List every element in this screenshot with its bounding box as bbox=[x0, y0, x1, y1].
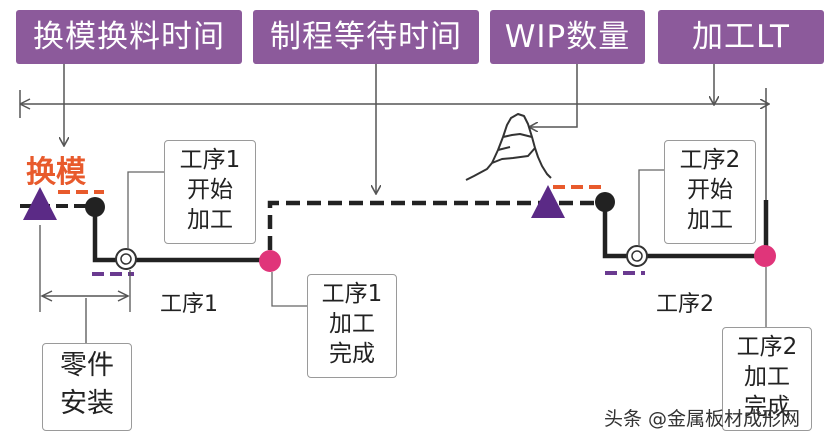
header-processing-lt-text: 加工LT bbox=[692, 19, 790, 55]
process2-triangle bbox=[531, 185, 565, 218]
process2-start-callout-line bbox=[638, 169, 664, 246]
process1-start-callout-line bbox=[127, 171, 164, 249]
wip-pile-sketch bbox=[465, 113, 552, 181]
changeover-triangle bbox=[23, 187, 57, 220]
process1-done-box: 工序1 加工 完成 bbox=[307, 274, 397, 378]
process2-label: 工序2 bbox=[656, 286, 714, 318]
process1-label: 工序1 bbox=[160, 286, 218, 318]
header-process-wait-time-text: 制程等待时间 bbox=[270, 19, 462, 55]
process1-label-text: 工序1 bbox=[160, 292, 218, 317]
parts-install-span-left-head bbox=[40, 290, 53, 302]
lead-time-span-arrow-left-head2 bbox=[19, 103, 31, 110]
process1-done-line3: 完成 bbox=[329, 341, 375, 367]
process1-done-node bbox=[259, 250, 281, 272]
process2-done-line1: 工序2 bbox=[736, 334, 798, 360]
process2-label-text: 工序2 bbox=[656, 292, 714, 317]
process2-done-node bbox=[754, 245, 776, 267]
header-wip-quantity-text: WIP数量 bbox=[504, 19, 631, 55]
process2-done-box: 工序2 加工 完成 bbox=[722, 327, 812, 431]
process2-done-line2: 加工 bbox=[744, 364, 790, 390]
process1-start-node bbox=[85, 197, 105, 217]
process2-start-line2: 开始 bbox=[687, 177, 733, 203]
process1-done-line2: 加工 bbox=[329, 311, 375, 337]
wip-pointer-arrow bbox=[530, 64, 578, 127]
parts-install-box: 零件 安装 bbox=[42, 343, 132, 431]
process2-start-node bbox=[595, 192, 615, 212]
process1-done-line1: 工序1 bbox=[321, 281, 383, 307]
parts-install-line2: 安装 bbox=[60, 388, 114, 419]
process1-start-marker-inner bbox=[120, 253, 132, 265]
watermark-text: 头条 @金属板材成形网 bbox=[604, 408, 801, 430]
header-wip-quantity: WIP数量 bbox=[490, 10, 645, 64]
process2-start-box: 工序2 开始 加工 bbox=[664, 140, 756, 244]
process1-done-callout-line bbox=[271, 272, 307, 307]
changeover-label: 换模 bbox=[26, 147, 86, 191]
process2-start-line3: 加工 bbox=[687, 207, 733, 233]
lead-time-span-arrow-left-head bbox=[19, 98, 31, 105]
parts-install-span-right-head bbox=[117, 290, 130, 302]
process2-start-marker-inner bbox=[631, 250, 643, 262]
process1-start-line2: 开始 bbox=[187, 177, 233, 203]
process1-flow-line bbox=[92, 208, 270, 263]
parts-install-line1: 零件 bbox=[60, 350, 114, 381]
process1-start-line1: 工序1 bbox=[179, 147, 241, 173]
header-process-wait-time: 制程等待时间 bbox=[253, 10, 479, 64]
header-changeover-time: 换模换料时间 bbox=[16, 10, 242, 64]
process1-start-line3: 加工 bbox=[187, 207, 233, 233]
changeover-label-text: 换模 bbox=[26, 155, 86, 190]
process2-start-line1: 工序2 bbox=[679, 147, 741, 173]
wait-dashed-line bbox=[267, 200, 598, 250]
process1-start-box: 工序1 开始 加工 bbox=[164, 140, 256, 244]
header-processing-lt: 加工LT bbox=[658, 10, 824, 64]
watermark: 头条 @金属板材成形网 bbox=[604, 404, 800, 431]
header-changeover-time-text: 换模换料时间 bbox=[33, 19, 225, 55]
process2-flow-line bbox=[602, 203, 766, 259]
process2-done-line3: 完成 bbox=[744, 394, 790, 420]
